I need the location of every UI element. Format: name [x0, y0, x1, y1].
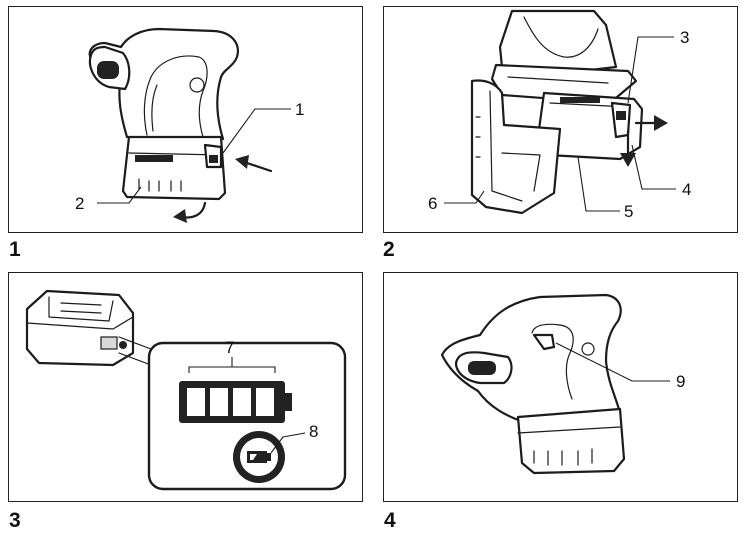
figure-2-number: 2: [383, 238, 395, 261]
callout-6: 6: [428, 194, 437, 213]
callout-3: 3: [680, 28, 689, 47]
arrow-icon: [235, 155, 273, 173]
arrow-icon: [620, 129, 636, 167]
figure-4-number: 4: [384, 509, 396, 532]
figure-1-illustration: 1 2: [75, 27, 304, 223]
figure-3-illustration: 7 8: [25, 289, 347, 491]
callout-1: 1: [295, 100, 304, 119]
callout-7: 7: [225, 338, 234, 357]
callout-8: 8: [309, 422, 318, 441]
figure-3-panel: 7 8: [8, 272, 363, 502]
low-battery-icon: [233, 431, 285, 483]
figure-2-illustration: 3 4 5 6: [428, 9, 691, 221]
battery-pack: [516, 407, 626, 475]
figure-4-illustration: 9: [440, 293, 685, 475]
battery-indicator-icon: [179, 381, 292, 423]
battery-pack: [25, 289, 135, 367]
callout-2: 2: [75, 194, 84, 213]
figure-4-panel: 9: [383, 272, 738, 502]
callout-4: 4: [682, 180, 691, 199]
figure-2-panel: 3 4 5 6: [383, 6, 738, 233]
figure-1-panel: 1 2: [8, 6, 363, 233]
figure-3-number: 3: [9, 509, 21, 532]
battery-cover: [470, 79, 562, 215]
callout-9: 9: [676, 372, 685, 391]
arrow-icon: [173, 201, 207, 223]
arrow-icon: [634, 115, 668, 131]
callout-5: 5: [624, 202, 633, 221]
figure-1-number: 1: [9, 238, 21, 261]
